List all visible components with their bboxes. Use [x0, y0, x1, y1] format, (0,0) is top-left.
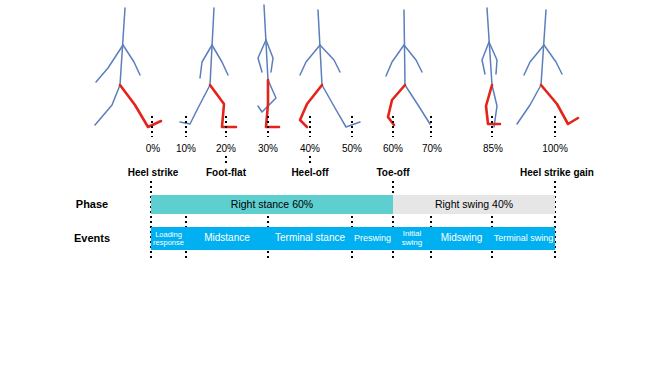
- event-segment: Initial swing: [393, 227, 431, 250]
- phase-bar: Right swing 40%: [393, 195, 555, 214]
- percent-label: 60%: [383, 143, 403, 154]
- segment-text: Midstance: [204, 233, 250, 244]
- row-label: Events: [74, 232, 110, 244]
- event-segment: Preswing: [352, 227, 393, 250]
- row-label: Phase: [76, 198, 108, 210]
- event-label: Heel strike: [128, 167, 179, 178]
- phase-bar: Right stance 60%: [151, 195, 393, 214]
- percent-label: 0%: [146, 143, 160, 154]
- event-segment: Loading response: [151, 227, 186, 250]
- dotted-markers: [151, 116, 555, 259]
- event-label: Toe-off: [376, 167, 409, 178]
- segment-text: Preswing: [354, 234, 391, 243]
- right-leg: [120, 80, 578, 127]
- event-segment: Terminal swing: [492, 227, 555, 250]
- segment-text: Right stance 60%: [231, 199, 313, 210]
- event-segment: Terminal stance: [268, 227, 352, 250]
- percent-label: 50%: [342, 143, 362, 154]
- percent-label: 40%: [300, 143, 320, 154]
- event-label: Foot-flat: [206, 167, 246, 178]
- event-segment: Midstance: [186, 227, 268, 250]
- percent-label: 85%: [483, 143, 503, 154]
- segment-text: Midswing: [441, 233, 483, 244]
- percent-label: 20%: [216, 143, 236, 154]
- segment-text: Right swing 40%: [435, 199, 513, 210]
- percent-label: 100%: [542, 143, 568, 154]
- percent-label: 70%: [422, 143, 442, 154]
- segment-text: Initial swing: [394, 230, 430, 247]
- segment-text: Terminal swing: [494, 234, 554, 243]
- percent-label: 10%: [176, 143, 196, 154]
- segment-text: Terminal stance: [275, 233, 345, 244]
- percent-label: 30%: [258, 143, 278, 154]
- event-label: Heel-off: [291, 167, 328, 178]
- event-segment: Midswing: [431, 227, 492, 250]
- stick-figures: [95, 5, 562, 127]
- segment-text: Loading response: [152, 231, 185, 247]
- event-label: Heel strike gain: [520, 167, 594, 178]
